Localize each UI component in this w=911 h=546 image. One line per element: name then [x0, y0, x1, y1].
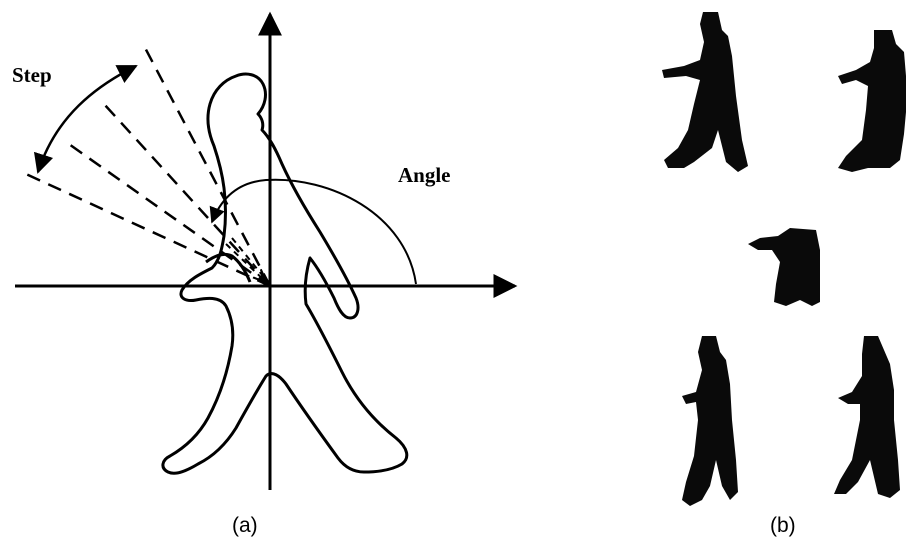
silhouette-bottom-left [682, 336, 738, 506]
person-outline [161, 72, 409, 475]
direction-rays [25, 41, 272, 288]
silhouette-top-left [662, 12, 748, 172]
step-label: Step [12, 63, 52, 87]
silhouette-bottom-right [834, 336, 900, 498]
arm-outline [205, 252, 252, 283]
panel-a: Step Angle (a) [12, 11, 518, 537]
ray-1 [140, 41, 272, 287]
angle-arc [209, 178, 417, 285]
silhouette-top-right [838, 30, 906, 172]
ray-2 [103, 103, 271, 287]
origin-ray-2 [231, 237, 268, 282]
panel-b: (b) [662, 12, 906, 537]
angle-label: Angle [398, 163, 451, 187]
origin-ray-1 [225, 243, 266, 282]
step-arc [33, 64, 138, 174]
silhouette-center [748, 228, 820, 306]
origin-rays [225, 237, 268, 282]
caption-a: (a) [232, 514, 258, 537]
caption-b: (b) [770, 514, 796, 537]
